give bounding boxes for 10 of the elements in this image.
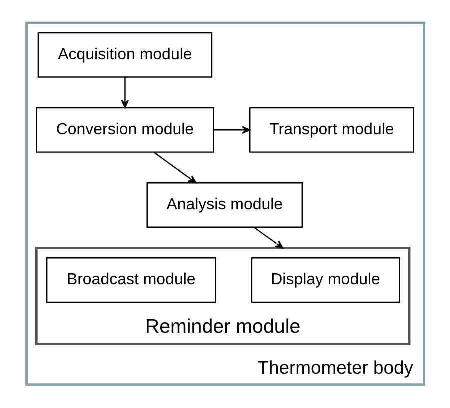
node-box: Conversion module bbox=[36, 107, 214, 153]
node-box: Display module bbox=[250, 258, 400, 304]
node-box: Acquisition module bbox=[37, 32, 212, 78]
arrow bbox=[214, 126, 250, 134]
arrow bbox=[153, 152, 196, 184]
arrow bbox=[120, 77, 129, 108]
node-box: Analysis module bbox=[146, 182, 303, 228]
node-box: Transport module bbox=[249, 107, 414, 153]
node-box: Broadcast module bbox=[46, 258, 216, 304]
arrow bbox=[253, 226, 284, 249]
